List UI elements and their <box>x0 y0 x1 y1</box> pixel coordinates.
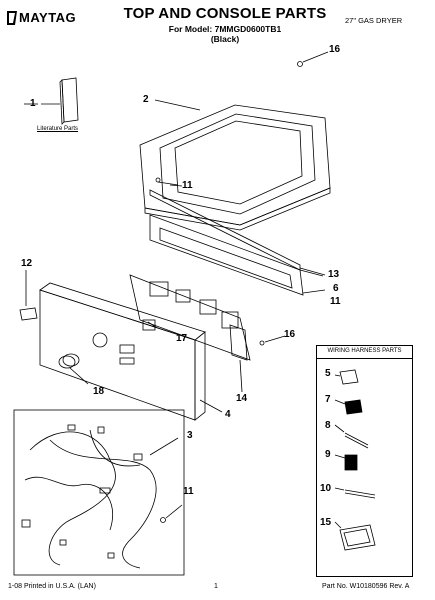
footer-part-number: Part No. W10180596 Rev. A <box>322 583 410 590</box>
callout-7: 7 <box>325 394 331 405</box>
callout-13: 13 <box>328 269 340 280</box>
literature-booklet <box>41 77 79 125</box>
product-type: 27" GAS DRYER <box>345 16 403 25</box>
callout-15: 15 <box>320 517 332 528</box>
callout-8: 8 <box>325 420 331 431</box>
button-12 <box>19 270 38 321</box>
wh-part-8 <box>334 424 369 449</box>
screw-11-bottom <box>160 504 183 523</box>
callout-9: 9 <box>325 449 331 460</box>
wh-part-9 <box>334 454 358 471</box>
callout-16-top: 16 <box>329 44 341 55</box>
callout-12: 12 <box>21 258 33 269</box>
console-frame <box>149 214 326 296</box>
callout-4: 4 <box>225 409 231 420</box>
footer-print-info: 1-08 Printed in U.S.A. (LAN) <box>8 583 96 590</box>
wiring-harness-divider <box>316 358 413 359</box>
top-panel <box>139 99 331 231</box>
wh-part-10 <box>334 487 376 499</box>
model-subtitle: For Model: 7MMGD0600TB1 (Black) <box>130 24 320 44</box>
knob <box>58 353 89 385</box>
callout-16-lower: 16 <box>284 329 296 340</box>
wiring-harness-box <box>316 345 413 577</box>
callout-5: 5 <box>325 368 331 379</box>
switch-17 <box>142 319 156 331</box>
callout-1: 1 <box>30 98 36 109</box>
wh-part-7 <box>334 399 363 415</box>
maytag-logo-mark <box>7 11 17 25</box>
wiring-harness-title: WIRING HARNESS PARTS <box>327 348 402 354</box>
page-title: TOP AND CONSOLE PARTS <box>123 5 327 22</box>
wh-part-5 <box>334 369 359 385</box>
brand-name: MAYTAG <box>19 10 77 25</box>
wh-part-15 <box>334 521 376 551</box>
callout-18: 18 <box>93 386 105 397</box>
wiring-harness <box>13 409 185 576</box>
callout-17: 17 <box>176 333 188 344</box>
screw-16-lower <box>259 335 286 346</box>
screw-16-top <box>297 51 329 67</box>
literature-label: Literature Parts <box>37 126 79 132</box>
callout-6: 6 <box>333 283 339 294</box>
callout-2: 2 <box>143 94 149 105</box>
callout-11-right: 11 <box>330 296 341 307</box>
control-panel <box>39 282 223 421</box>
footer-page-number: 1 <box>214 583 218 590</box>
callout-14: 14 <box>236 393 248 404</box>
callout-10: 10 <box>320 483 332 494</box>
color-line: (Black) <box>210 34 240 44</box>
callout-11-bottom: 11 <box>183 486 194 497</box>
callout-3: 3 <box>187 430 193 441</box>
callout-11-top: 11 <box>182 180 193 191</box>
maytag-logo: MAYTAG <box>7 9 85 27</box>
model-line: For Model: 7MMGD0600TB1 <box>168 24 282 34</box>
